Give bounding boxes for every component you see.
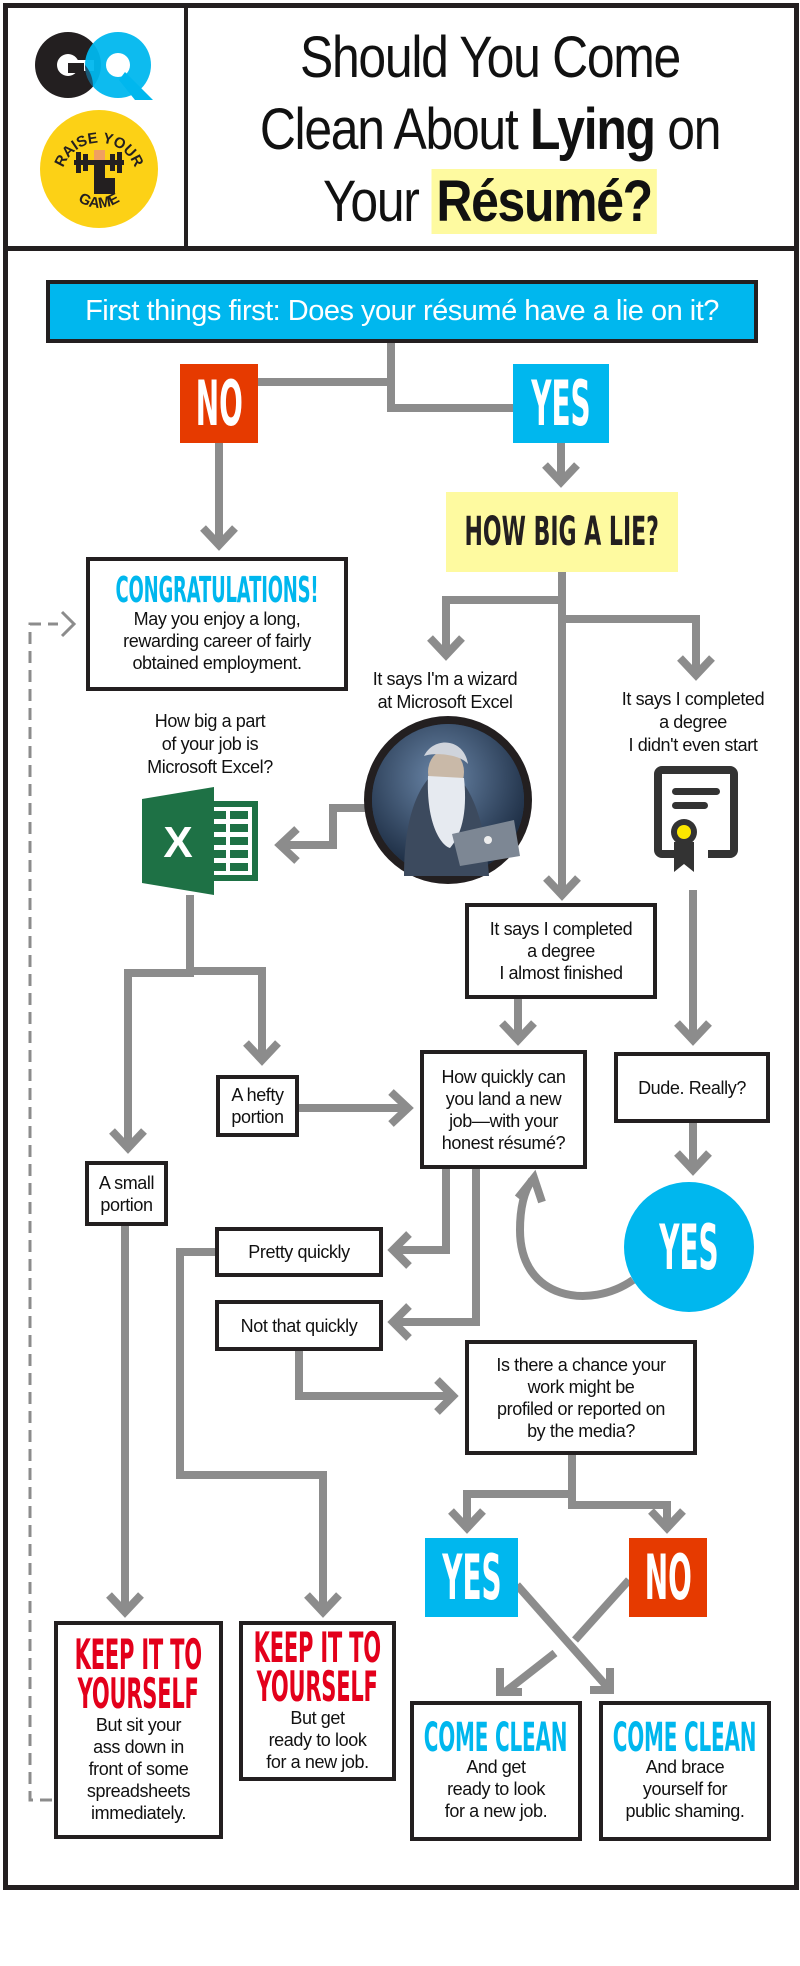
title-line-2: Clean About Lying on [259, 97, 722, 162]
page-title: Should You Come Clean About Lying on You… [232, 22, 748, 238]
congrats-line: May you enjoy a long, [133, 609, 301, 629]
arrow-head [200, 525, 238, 551]
dude-yes-circle[interactable]: YES [624, 1182, 754, 1312]
excel-icon: X [142, 787, 258, 895]
header-divider [3, 246, 799, 251]
badge-bottom-text: GAME [76, 190, 122, 213]
wizard-photo [364, 716, 532, 884]
media-answer-yes[interactable]: YES [425, 1538, 518, 1617]
answer-no[interactable]: NO [180, 364, 258, 443]
connector-question-yes [387, 343, 513, 412]
how-big-a-lie: HOW BIG A LIE? [446, 492, 678, 572]
header-column-divider [184, 3, 188, 250]
certificate-icon [654, 766, 738, 872]
congrats-line: rewarding career of fairly [123, 631, 311, 651]
gq-logo-icon [35, 32, 153, 100]
raise-your-game-badge: RAISE YOUR GAME [40, 110, 158, 228]
not-that-quickly-box[interactable]: Not that quickly [215, 1300, 383, 1351]
title-line-1: Should You Come [299, 25, 681, 90]
congrats-line: obtained employment. [132, 653, 302, 673]
answer-yes[interactable]: YES [513, 364, 609, 443]
question-has-lie: First things first: Does your résumé hav… [46, 280, 758, 343]
svg-text:X: X [163, 818, 192, 867]
svg-text:GAME: GAME [76, 190, 122, 213]
dude-really-box: Dude. Really? [614, 1052, 770, 1123]
wizard-with-laptop-icon [372, 724, 524, 876]
title-line-3: Your Résumé? [232, 166, 748, 238]
congrats-heading: CONGRATULATIONS! [115, 570, 319, 611]
infographic-frame [3, 3, 799, 1890]
congratulations-box: CONGRATULATIONS! May you enjoy a long, r… [86, 557, 348, 691]
media-answer-no[interactable]: NO [629, 1538, 707, 1617]
pretty-quickly-box[interactable]: Pretty quickly [215, 1227, 383, 1277]
dumbbell-icon: RAISE YOUR GAME [51, 129, 146, 213]
